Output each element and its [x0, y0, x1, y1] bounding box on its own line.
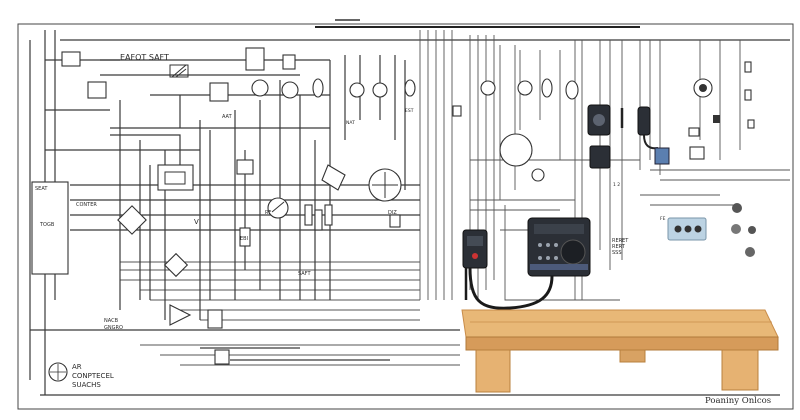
circuit-symbols	[31, 47, 755, 382]
left-panel-label: SEAT	[35, 186, 48, 192]
relay-module-small	[587, 104, 611, 136]
ebi-label: EBI	[240, 236, 248, 242]
right-label-3: SSS	[612, 250, 622, 256]
contactor-module	[462, 229, 488, 269]
small-label-1: NAT	[346, 120, 355, 126]
diz-label: DIZ	[388, 210, 397, 216]
left-panel-label-2: TOGB	[39, 222, 55, 228]
controller-module	[527, 217, 591, 277]
contr-label: CONTER	[76, 202, 97, 208]
logo-line-1: AR	[72, 363, 82, 371]
bottom-left-b: GNGRO	[104, 325, 123, 331]
logo-line-2: CONPTECEL	[72, 372, 114, 380]
small-label-4: FE	[660, 216, 666, 222]
small-label-2: 1 2	[613, 182, 620, 188]
vert-label: V	[194, 218, 199, 226]
logo-line-3: SUACHS	[72, 381, 101, 389]
right-label-1: RERET	[612, 238, 629, 244]
blue-sensor	[654, 147, 670, 165]
right-label-2: RERT	[612, 244, 626, 250]
top-left-title: EAFOT SAFT	[120, 53, 169, 62]
saft-label: SAFT	[298, 271, 311, 277]
aat-label: AAT	[222, 114, 233, 120]
frame	[17, 23, 794, 410]
wooden-platform	[461, 309, 779, 393]
small-label-3: EST	[405, 108, 414, 114]
rf-label: RF	[265, 210, 271, 216]
knob-icons-right	[731, 203, 756, 257]
watermark-caption: Poaniny Onlcos	[705, 396, 771, 406]
terminal-block	[667, 217, 707, 241]
relay-module-small-2	[589, 145, 611, 169]
power-cable	[468, 267, 554, 310]
bottom-left-a: NACB	[104, 318, 119, 324]
switch-handle	[620, 106, 659, 150]
